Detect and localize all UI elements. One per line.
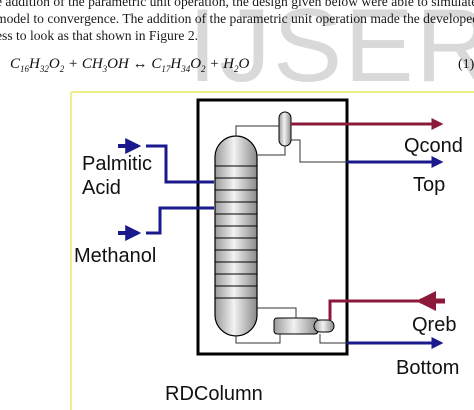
eq-ester-c: C — [151, 56, 162, 72]
eq-sub: 2 — [201, 64, 206, 74]
paper-text-line-2: model to convergence. The addition of th… — [0, 11, 474, 26]
eq-water-o: O — [238, 56, 250, 72]
eq-sub: 16 — [20, 64, 30, 74]
figure-frame — [70, 91, 474, 410]
eq-palmitic-o: O — [48, 56, 60, 72]
eq-sub: 3 — [102, 64, 108, 74]
eq-ester-o: O — [190, 56, 202, 72]
palmitic-acid-label-line-1: Palmitic — [82, 153, 152, 175]
qreb-label: Qreb — [412, 314, 456, 336]
palmitic-acid-feed-stream — [118, 138, 214, 184]
equation-number: (1) — [458, 57, 474, 72]
paper-text-line-3: ess to look as that shown in Figure 2. — [0, 28, 199, 43]
eq-sub: 2 — [59, 64, 65, 74]
qreb-stream — [328, 291, 445, 320]
methanol-label: Methanol — [74, 245, 156, 267]
condenser-drum — [278, 111, 292, 147]
eq-methanol-oh: OH — [107, 56, 129, 72]
bottoms-piping — [235, 307, 347, 344]
bottom-label: Bottom — [396, 357, 459, 379]
rdcolumn-label: RDColumn — [165, 383, 263, 405]
eq-plus: + — [64, 56, 82, 72]
eq-palmitic-h: H — [29, 56, 40, 72]
eq-sub: 2 — [234, 64, 239, 74]
ijser-watermark: IJSER — [188, 0, 474, 104]
palmitic-acid-label-line-2: Acid — [82, 177, 121, 199]
eq-ester-h: H — [170, 56, 182, 72]
top-label: Top — [413, 174, 445, 196]
eq-sub: 34 — [181, 64, 191, 74]
qcond-label: Qcond — [404, 135, 463, 157]
methanol-feed-stream — [118, 206, 214, 241]
eq-sub: 17 — [161, 64, 171, 74]
distillation-column — [214, 135, 258, 337]
eq-plus: + — [205, 56, 224, 72]
paper-text-line-1: e addition of the parametric unit operat… — [0, 0, 474, 9]
overhead-piping — [235, 125, 347, 163]
eq-arrow: ↔ — [128, 56, 152, 72]
reboiler — [273, 317, 335, 335]
rdcolumn-block — [196, 98, 349, 356]
eq-sub: 32 — [39, 64, 49, 74]
eq-palmitic-c: C — [10, 56, 21, 72]
eq-water-h: H — [223, 56, 235, 72]
eq-methanol-ch: CH — [81, 56, 103, 72]
reaction-equation: C16H32O2 + CH3OH ↔ C17H34O2 + H2O — [10, 56, 249, 74]
